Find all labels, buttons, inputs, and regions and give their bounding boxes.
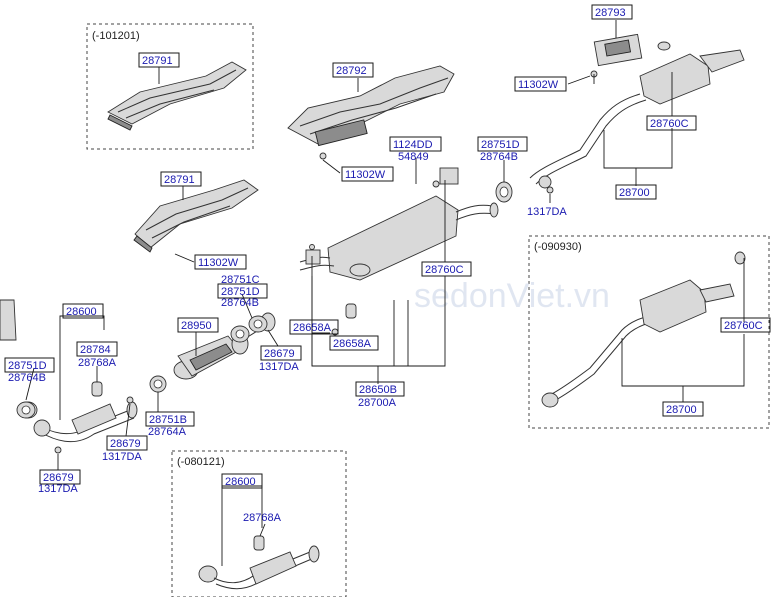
svg-text:28793: 28793	[595, 7, 626, 19]
gasket-28751b	[149, 375, 167, 393]
label-28700-upper: 28700	[615, 184, 657, 200]
rear-muffler-28700-boxed	[541, 251, 746, 408]
watermark: sedonViet.vn	[414, 277, 610, 315]
svg-text:28760C: 28760C	[650, 118, 689, 130]
svg-text:28950: 28950	[181, 320, 212, 332]
svg-text:28751D: 28751D	[481, 139, 520, 151]
label-28600-box: 28600	[221, 473, 263, 489]
label-11302w-right: 11302W	[514, 76, 567, 92]
heat-shield-28791-boxed	[107, 61, 247, 131]
front-pipe-28600-boxed	[198, 535, 320, 590]
rear-muffler-28700	[529, 33, 745, 189]
option-note-101201: (-101201)	[92, 30, 140, 42]
label-28792: 28792	[332, 62, 374, 78]
svg-text:28700: 28700	[666, 404, 697, 416]
svg-text:11302W: 11302W	[345, 169, 386, 181]
svg-text:28760C: 28760C	[724, 320, 763, 332]
label-28700a: 28700A	[358, 397, 397, 409]
svg-text:28784: 28784	[80, 344, 111, 356]
gasket-28751d-left	[16, 401, 36, 419]
label-28764a: 28764A	[148, 426, 187, 438]
gasket-28751d-right	[495, 181, 513, 203]
label-28751d-mid: 28751D	[217, 283, 268, 299]
label-28760c-upper: 28760C	[646, 115, 697, 131]
svg-text:28679: 28679	[110, 438, 141, 450]
svg-text:28751D: 28751D	[8, 360, 47, 372]
label-28751d-left: 28751D	[4, 357, 55, 373]
svg-text:28791: 28791	[142, 55, 173, 67]
label-28679-low: 28679	[106, 435, 148, 451]
svg-text:28751D: 28751D	[221, 286, 260, 298]
svg-text:28600: 28600	[225, 476, 256, 488]
label-11302w-mid: 11302W	[341, 166, 394, 182]
svg-text:28679: 28679	[43, 472, 74, 484]
label-28764b-left: 28764B	[8, 372, 46, 384]
label-28950: 28950	[177, 317, 219, 333]
option-box-101201	[86, 23, 254, 150]
leader-lines	[25, 20, 745, 566]
svg-text:28658A: 28658A	[333, 338, 372, 350]
label-28751c: 28751C	[221, 274, 260, 286]
label-28793: 28793	[591, 4, 633, 20]
label-28751b: 28751B	[145, 411, 195, 427]
label-28760c-mid: 28760C	[421, 261, 472, 277]
label-28650b: 28650B	[355, 381, 405, 397]
label-28751d-right: 28751D	[477, 136, 528, 152]
front-pipe-28600	[0, 299, 138, 454]
svg-text:28700: 28700	[619, 187, 650, 199]
label-28768a-main: 28768A	[78, 357, 117, 369]
label-28679-bottom: 28679	[39, 469, 81, 485]
label-28700-box: 28700	[662, 401, 704, 417]
svg-text:28600: 28600	[66, 306, 97, 318]
svg-text:28760C: 28760C	[425, 264, 464, 276]
svg-text:28650B: 28650B	[359, 384, 397, 396]
center-muffler-28650b	[299, 167, 499, 281]
label-28600-main: 28600	[62, 303, 104, 319]
svg-text:28792: 28792	[336, 65, 367, 77]
label-28679-mid: 28679	[260, 345, 302, 361]
svg-text:28791: 28791	[164, 174, 195, 186]
label-28764b-right: 28764B	[480, 151, 518, 163]
option-box-080121	[171, 450, 347, 597]
nut-1317da-right	[546, 186, 554, 194]
label-11302w-left: 11302W	[194, 254, 247, 270]
option-note-090930: (-090930)	[534, 241, 582, 253]
label-1317da-bottom: 1317DA	[38, 483, 78, 495]
svg-text:11302W: 11302W	[518, 79, 559, 91]
label-28791-top: 28791	[138, 52, 180, 68]
svg-text:28751B: 28751B	[149, 414, 187, 426]
heat-shield-28792	[287, 65, 455, 160]
label-1317da-low: 1317DA	[102, 451, 142, 463]
label-1317da-mid: 1317DA	[259, 361, 299, 373]
label-1124dd: 1124DD	[389, 136, 442, 152]
label-28760c-box: 28760C	[720, 317, 771, 333]
svg-text:28679: 28679	[264, 348, 295, 360]
label-28784: 28784	[76, 341, 118, 357]
label-28764b-mid: 28764B	[221, 297, 259, 309]
svg-text:11302W: 11302W	[198, 257, 239, 269]
label-28768a-box: 28768A	[243, 512, 282, 524]
label-54849: 54849	[398, 151, 429, 163]
label-28658a-1: 28658A	[289, 319, 339, 335]
gasket-28751d-mid	[230, 315, 268, 343]
label-28658a-2: 28658A	[329, 335, 379, 351]
option-note-080121: (-080121)	[177, 456, 225, 468]
label-28791-mid: 28791	[160, 171, 202, 187]
heat-shield-28791	[133, 179, 259, 253]
svg-text:1124DD: 1124DD	[393, 139, 433, 151]
label-1317da-right: 1317DA	[527, 206, 567, 218]
svg-text:28658A: 28658A	[293, 322, 332, 334]
